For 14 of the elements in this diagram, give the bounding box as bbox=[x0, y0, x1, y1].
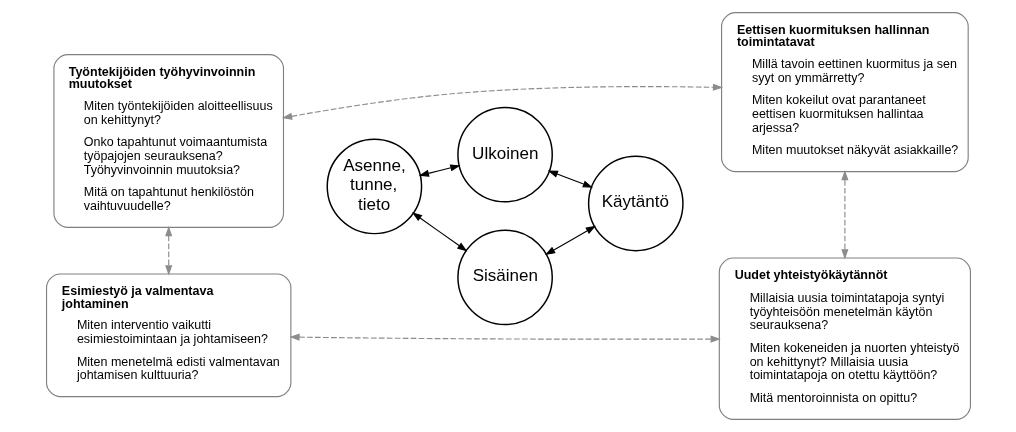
node-circle: Ulkoinen bbox=[456, 106, 553, 203]
node-box: Työntekijöiden työhyvinvoinnin muutokset Miten työntekijöiden aloitteellisuus on kehittynyt? Onko tapahtunut voimaantumista työpajojen seurauksena? Työhyvinvoinnin muutoksia? Mitä on tapahtunut henkilöstön vaihtuvuudelle? bbox=[52, 54, 284, 228]
node-box: Uudet yhteistyökäytännöt Millaisia uusia toimintatapoja syntyi työyhteisöön menetelmän käytön seurauksena? Miten kokeneiden ja nuorten yhteistyö on kehittynyt? Millaisia uusia toimintatapoja on otettu käyttöön? Mitä mentoroinnista on opittu? bbox=[718, 257, 971, 420]
arrow bbox=[840, 170, 848, 260]
arrow bbox=[281, 83, 723, 120]
arrow bbox=[164, 225, 172, 276]
arrow bbox=[544, 225, 596, 256]
node-box: Eettisen kuormituksen hallinnan toimintatavat Millä tavoin eettinen kuormitus ja sen syyt on ymmärretty? Miten kokeilut ovat parantaneet eettisen kuormituksen hallintaa arjessa? Miten muutokset näkyvät asiakkaille? bbox=[720, 12, 969, 173]
arrow bbox=[411, 212, 467, 252]
arrow bbox=[288, 333, 721, 343]
arrow bbox=[418, 164, 461, 177]
node-circle: Käytäntö bbox=[587, 155, 684, 252]
node-box: Esimiestyö ja valmentava johtaminen Miten interventio vaikutti esimiestoimintaan ja johtamiseen? Miten menetelmä edisti valmentavan johtamisen kulttuuria? bbox=[45, 273, 291, 398]
arrow bbox=[547, 170, 593, 188]
